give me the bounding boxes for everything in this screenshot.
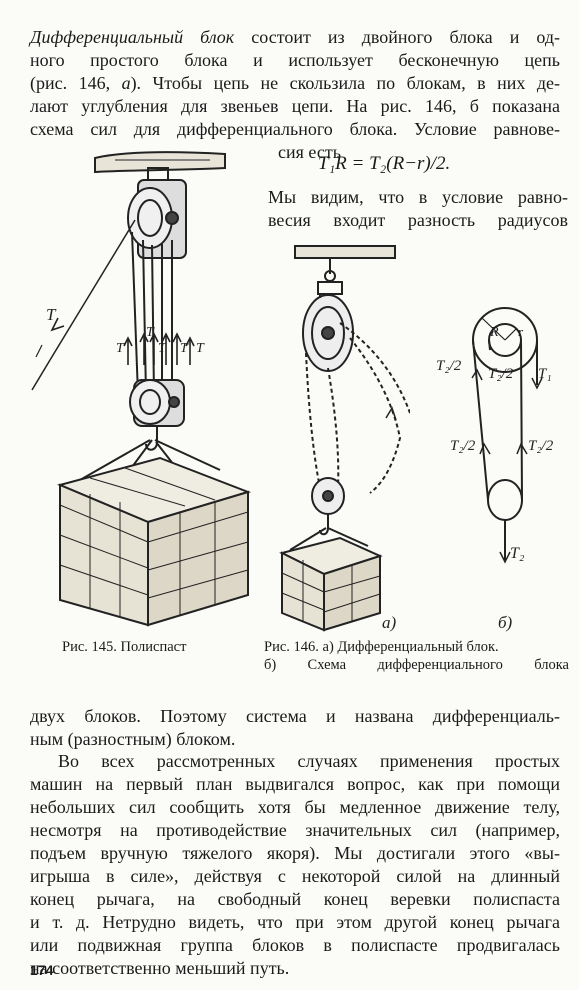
paragraph-intro-continued: Мы видим, что в условие равно- весия вхо… xyxy=(268,186,568,232)
paragraph-differential-name: двух блоков. Поэтому система и названа д… xyxy=(30,705,560,751)
label-T: T xyxy=(46,305,57,324)
svg-text:T₂/2: T₂/2 xyxy=(450,438,476,454)
svg-text:T: T xyxy=(158,341,167,356)
page-number: 174 xyxy=(30,962,54,978)
text-line: и т. д. Нетрудно видеть, что при этом др… xyxy=(30,912,560,932)
label-r: r xyxy=(518,324,524,339)
equilibrium-equation: T₁R = T₂(R−r)/2. xyxy=(318,153,451,174)
text-line: схема сил для дифференциального блока. У… xyxy=(30,119,560,139)
text-line: ным (разностным) блоком. xyxy=(30,729,236,749)
text-line: лают углубления для звеньев цепи. На рис… xyxy=(30,96,560,116)
term-differential-block: Дифференциальный блок xyxy=(30,27,235,47)
text-line: несмотря на противодействие значительных… xyxy=(30,820,560,840)
label-R: R xyxy=(489,325,499,340)
figure-146a-differential-block: а) xyxy=(279,245,410,632)
svg-text:T: T xyxy=(196,341,205,356)
figure-146b-force-scheme: R r T₂/2 T₂/2 T₁ T₂/2 T₂/2 T₂ б) xyxy=(436,307,554,632)
text-line: Во всех рассмотренных случаях применения… xyxy=(58,751,560,771)
text-line: или подвижная группа блоков в полиспасте… xyxy=(30,935,560,955)
svg-text:T₂/2: T₂/2 xyxy=(436,358,462,374)
text-line: ного простого блока и использует бесконе… xyxy=(30,50,560,70)
svg-text:T₂/2: T₂/2 xyxy=(528,438,554,454)
text-line: машин на первый план выдвигался вопрос, … xyxy=(30,774,560,794)
paragraph-intro: Дифференциальный блок состоит из двойног… xyxy=(30,26,560,164)
svg-text:T: T xyxy=(146,325,155,340)
text-line: на соответственно меньший путь. xyxy=(30,958,290,978)
text-line: небольших сил сообщить хотя бы медленное… xyxy=(30,797,560,817)
label-T2: T₂ xyxy=(510,545,525,562)
text-line: подъем вручную тяжелого якоря). Мы дости… xyxy=(30,843,560,863)
paragraph-simple-machines: Во всех рассмотренных случаях применения… xyxy=(30,750,560,980)
svg-text:T₂/2: T₂/2 xyxy=(488,366,514,382)
svg-text:T: T xyxy=(116,341,125,356)
text-line: весия входит разность радиусов xyxy=(268,210,568,230)
text-line: Мы видим, что в условие равно- xyxy=(268,187,568,207)
caption-fig146: Рис. 146. а) Дифференциальный блок. б) С… xyxy=(264,639,569,673)
text-line: игрыша в силе», действуя с некоторой сил… xyxy=(30,866,560,886)
label-a: а) xyxy=(382,613,397,632)
caption-fig145: Рис. 145. Полиспаст xyxy=(62,639,187,655)
text-line: двух блоков. Поэтому система и названа д… xyxy=(30,706,560,726)
text-line: конец рычага, на свободный конец веревки… xyxy=(30,889,560,909)
label-T1: T₁ xyxy=(538,366,552,382)
text-line: Дифференциальный блок состоит из двойног… xyxy=(30,27,561,47)
svg-text:T: T xyxy=(180,341,189,356)
figure-145-polyspast: T T T T T T xyxy=(31,151,252,627)
text-line: (рис. 146, а). Чтобы цепь не скользила п… xyxy=(30,73,561,93)
label-b: б) xyxy=(498,613,513,632)
text-line: сия есть xyxy=(278,142,341,162)
